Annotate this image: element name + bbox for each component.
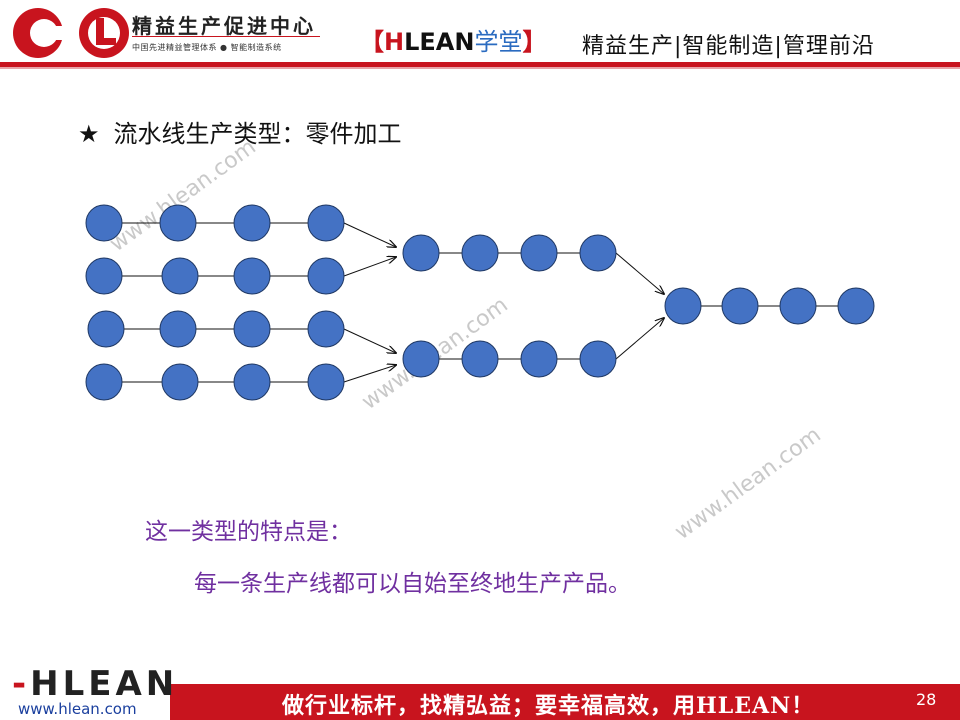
page-number: 28 — [916, 690, 937, 709]
production-line-diagram — [85, 204, 875, 401]
logo-divider — [132, 36, 320, 37]
cl-logo-icon — [13, 8, 129, 58]
merge-arrow — [343, 222, 396, 247]
header-tagline: 精益生产|智能制造|管理前沿 — [582, 34, 875, 59]
process-node — [579, 340, 617, 378]
merge-arrow — [343, 257, 396, 277]
merge-arrow — [343, 328, 396, 353]
heading-text: 流水线生产类型：零件加工 — [113, 120, 402, 148]
footer-url[interactable]: www.hlean.com — [18, 700, 137, 718]
process-node — [779, 287, 817, 325]
process-node — [233, 363, 271, 401]
header-rule-light — [0, 67, 960, 69]
footer-slogan: 做行业标杆，找精弘益；要幸福高效，用HLEAN！ — [282, 693, 815, 719]
feature-body: 每一条生产线都可以自始至终地生产产品。 — [194, 571, 631, 597]
slide-heading: ★ 流水线生产类型：零件加工 — [78, 114, 402, 149]
process-node — [520, 234, 558, 272]
line-nodes — [85, 204, 875, 401]
brand-h: H — [384, 28, 405, 56]
process-node — [161, 257, 199, 295]
process-node — [402, 340, 440, 378]
footer-bar — [170, 684, 960, 720]
merge-arrow — [343, 365, 396, 383]
process-node — [159, 204, 197, 242]
process-node — [85, 204, 123, 242]
process-node — [461, 234, 499, 272]
feature-title: 这一类型的特点是： — [145, 519, 352, 545]
process-node — [87, 310, 125, 348]
brand-title: 【HLEAN学堂】 — [360, 22, 546, 57]
process-node — [307, 257, 345, 295]
merge-arrow — [615, 252, 664, 294]
bracket-open: 【 — [360, 28, 384, 56]
process-node — [161, 363, 199, 401]
process-node — [159, 310, 197, 348]
footer-brand-logo: -HLEAN — [12, 664, 179, 704]
merge-arrows — [343, 222, 664, 383]
process-node — [579, 234, 617, 272]
process-node — [520, 340, 558, 378]
brand-xuetang: 学堂 — [474, 28, 523, 56]
process-node — [721, 287, 759, 325]
org-name: 精益生产促进中心 — [132, 14, 316, 38]
process-node — [461, 340, 499, 378]
process-node — [307, 204, 345, 242]
process-node — [837, 287, 875, 325]
process-node — [233, 257, 271, 295]
star-icon: ★ — [78, 120, 100, 148]
footer-brand-text: HLEAN — [30, 664, 179, 704]
process-node — [307, 363, 345, 401]
brand-lean: LEAN — [404, 28, 475, 56]
process-node — [85, 363, 123, 401]
header-rule — [0, 62, 960, 67]
process-node — [307, 310, 345, 348]
header — [0, 0, 960, 66]
brand-hlean: HLEAN — [384, 28, 474, 56]
org-subtitle: 中国先进精益管理体系 ● 智能制造系统 — [132, 43, 282, 52]
bracket-close: 】 — [522, 28, 547, 56]
process-node — [85, 257, 123, 295]
process-node — [402, 234, 440, 272]
process-node — [233, 204, 271, 242]
watermark: www.hlean.com — [670, 422, 826, 545]
process-node — [233, 310, 271, 348]
merge-arrow — [615, 318, 664, 360]
process-node — [664, 287, 702, 325]
